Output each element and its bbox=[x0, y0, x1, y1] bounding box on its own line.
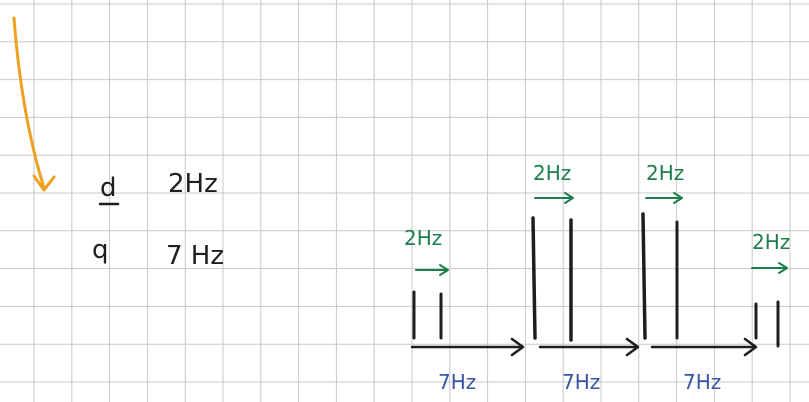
small-arrow-3 bbox=[645, 192, 683, 204]
peak-lines bbox=[412, 212, 780, 348]
legend-row2-value: 7 Hz bbox=[166, 241, 224, 271]
peak-line bbox=[641, 212, 647, 340]
legend-row1-label: d bbox=[100, 173, 117, 203]
small-arrow-1 bbox=[415, 264, 449, 276]
label-7hz-2: 7Hz bbox=[562, 370, 600, 394]
large-coupling-arrows bbox=[410, 337, 758, 357]
small-arrow-4 bbox=[751, 262, 788, 274]
label-7hz-3: 7Hz bbox=[683, 370, 721, 394]
small-arrow-2 bbox=[534, 192, 574, 204]
label-2hz-4: 2Hz bbox=[752, 230, 790, 254]
legend-row1-value: 2Hz bbox=[168, 169, 218, 199]
arrow-gap1 bbox=[410, 337, 525, 357]
large-coupling-labels: 7Hz 7Hz 7Hz bbox=[438, 370, 721, 394]
arrow-gap3 bbox=[650, 337, 758, 357]
legend-row2-label: q bbox=[92, 235, 109, 265]
peak-line bbox=[531, 216, 537, 340]
small-coupling-labels: 2Hz 2Hz 2Hz 2Hz bbox=[404, 161, 790, 254]
label-2hz-1: 2Hz bbox=[404, 226, 442, 250]
label-7hz-1: 7Hz bbox=[438, 370, 476, 394]
small-coupling-arrows bbox=[415, 192, 788, 276]
pointer-arrow bbox=[12, 16, 56, 192]
multiplicity-legend: d 2Hz q 7 Hz bbox=[92, 169, 224, 271]
arrow-gap2 bbox=[538, 337, 640, 357]
label-2hz-3: 2Hz bbox=[646, 161, 684, 185]
label-2hz-2: 2Hz bbox=[533, 161, 571, 185]
